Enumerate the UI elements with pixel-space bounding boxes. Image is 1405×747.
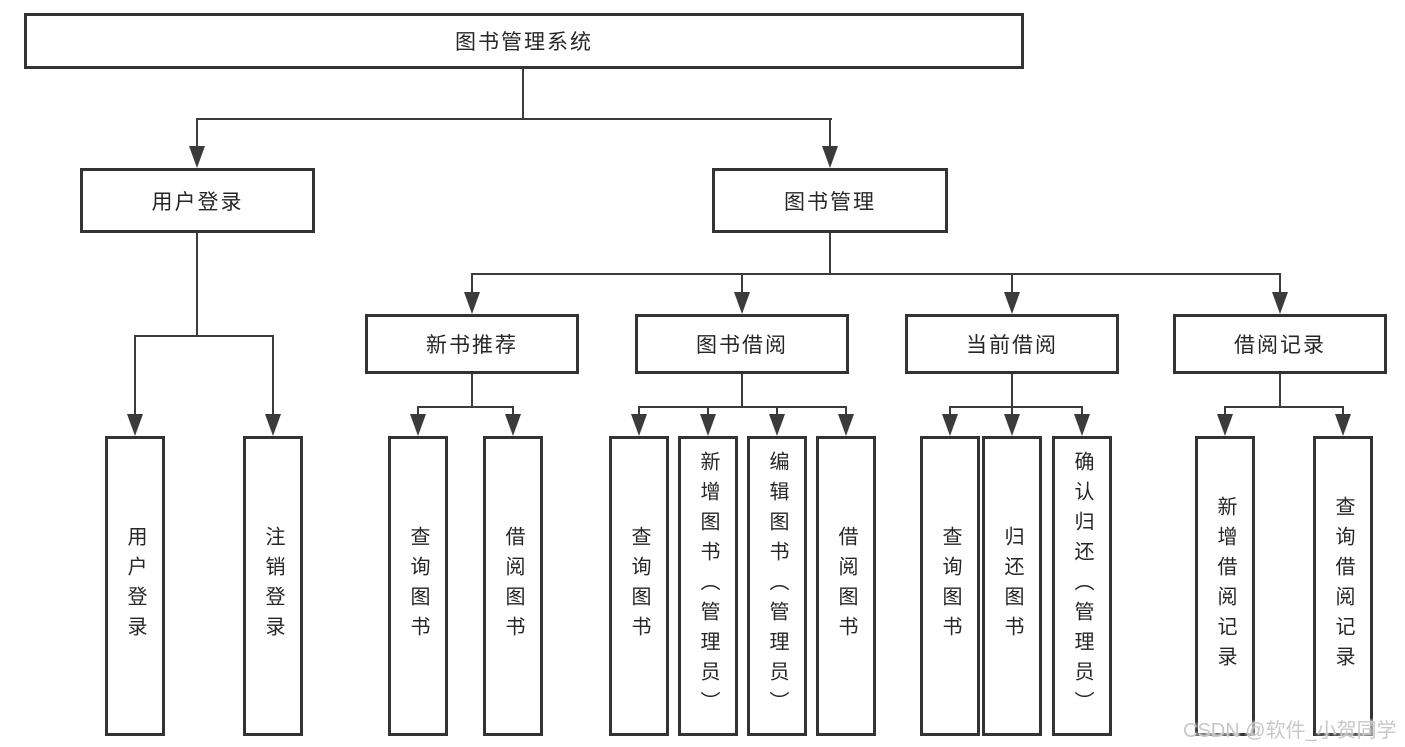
arrowhead-down-icon: [1217, 414, 1233, 436]
arrowhead-down-icon: [1004, 292, 1020, 314]
leaf-current-query-books-label: 查询图书: [939, 526, 961, 646]
leaf-borrow-query-books: 查询图书: [609, 436, 669, 736]
arrowhead-down-icon: [942, 414, 958, 436]
arrow-stem: [1081, 406, 1083, 414]
arrowhead-down-icon: [410, 414, 426, 436]
node-root-label: 图书管理系统: [455, 31, 593, 54]
arrowhead-down-icon: [505, 414, 521, 436]
node-borrow-records: 借阅记录: [1173, 314, 1387, 374]
arrow-stem: [949, 406, 951, 414]
node-book-management: 图书管理: [712, 168, 948, 233]
arrowhead-down-icon: [734, 292, 750, 314]
leaf-return-books: 归还图书: [982, 436, 1042, 736]
arrow-stem: [638, 406, 640, 414]
arrow-stem: [1342, 406, 1344, 414]
leaf-borrow-books-label: 借阅图书: [835, 526, 857, 646]
leaf-add-books-admin: 新增图书（管理员）: [678, 436, 738, 736]
connector-user-login-stem: [196, 233, 198, 335]
arrow-stem: [134, 335, 136, 414]
leaf-add-borrow-record-label: 新增借阅记录: [1214, 496, 1236, 676]
connector-borrow-records-bar: [1224, 406, 1344, 408]
arrow-stem: [1011, 273, 1013, 292]
arrow-stem: [845, 406, 847, 414]
arrowhead-down-icon: [189, 146, 205, 168]
arrowhead-down-icon: [127, 414, 143, 436]
arrow-stem: [1279, 273, 1281, 292]
connector-book-borrow-stem: [741, 374, 743, 406]
arrow-stem: [741, 273, 743, 292]
leaf-borrow-query-books-label: 查询图书: [628, 526, 650, 646]
arrow-stem: [1011, 406, 1013, 414]
leaf-edit-books-admin: 编辑图书（管理员）: [747, 436, 807, 736]
leaf-return-books-label: 归还图书: [1001, 526, 1023, 646]
leaf-logout: 注销登录: [243, 436, 303, 736]
node-user-login-label: 用户登录: [151, 190, 244, 214]
node-book-borrow-label: 图书借阅: [696, 334, 788, 357]
leaf-newbook-borrow-books-label: 借阅图书: [502, 526, 524, 646]
leaf-query-borrow-record: 查询借阅记录: [1313, 436, 1373, 736]
arrow-stem: [512, 406, 514, 414]
arrowhead-down-icon: [1004, 414, 1020, 436]
leaf-user-login: 用户登录: [105, 436, 165, 736]
csdn-watermark: CSDN @软件_小贺同学: [1183, 720, 1397, 742]
connector-book-borrow-bar: [638, 406, 847, 408]
node-user-login: 用户登录: [80, 168, 315, 233]
node-new-book-recommend-label: 新书推荐: [426, 334, 518, 357]
leaf-add-books-admin-label: 新增图书（管理员）: [697, 451, 719, 721]
arrow-stem: [196, 118, 198, 146]
leaf-newbook-query-books: 查询图书: [388, 436, 448, 736]
leaf-add-borrow-record: 新增借阅记录: [1195, 436, 1255, 736]
connector-root-stem: [522, 69, 524, 118]
node-current-borrow-label: 当前借阅: [966, 334, 1058, 357]
arrowhead-down-icon: [1335, 414, 1351, 436]
leaf-newbook-borrow-books: 借阅图书: [483, 436, 543, 736]
connector-book-management-bar: [471, 273, 1281, 275]
arrowhead-down-icon: [631, 414, 647, 436]
node-current-borrow: 当前借阅: [905, 314, 1119, 374]
connector-current-borrow-bar: [949, 406, 1083, 408]
arrowhead-down-icon: [769, 414, 785, 436]
arrow-stem: [829, 118, 831, 146]
node-new-book-recommend: 新书推荐: [365, 314, 579, 374]
connector-new-book-bar: [417, 406, 514, 408]
arrowhead-down-icon: [700, 414, 716, 436]
leaf-newbook-query-books-label: 查询图书: [407, 526, 429, 646]
connector-book-management-stem: [829, 233, 831, 273]
arrowhead-down-icon: [822, 146, 838, 168]
leaf-current-query-books: 查询图书: [920, 436, 980, 736]
arrow-stem: [417, 406, 419, 414]
arrowhead-down-icon: [1272, 292, 1288, 314]
arrowhead-down-icon: [265, 414, 281, 436]
arrow-stem: [272, 335, 274, 414]
connector-root-bar: [196, 118, 832, 120]
leaf-query-borrow-record-label: 查询借阅记录: [1332, 496, 1354, 676]
node-book-management-label: 图书管理: [784, 190, 876, 214]
connector-user-login-bar: [134, 335, 274, 337]
arrowhead-down-icon: [838, 414, 854, 436]
node-root: 图书管理系统: [24, 13, 1024, 69]
node-borrow-records-label: 借阅记录: [1234, 334, 1326, 357]
leaf-edit-books-admin-label: 编辑图书（管理员）: [766, 451, 788, 721]
arrow-stem: [1224, 406, 1226, 414]
leaf-user-login-label: 用户登录: [124, 526, 146, 646]
connector-new-book-stem: [471, 374, 473, 406]
leaf-borrow-books: 借阅图书: [816, 436, 876, 736]
arrow-stem: [776, 406, 778, 414]
arrowhead-down-icon: [464, 292, 480, 314]
node-book-borrow: 图书借阅: [635, 314, 849, 374]
arrow-stem: [707, 406, 709, 414]
arrowhead-down-icon: [1074, 414, 1090, 436]
leaf-logout-label: 注销登录: [262, 526, 284, 646]
connector-current-borrow-stem: [1011, 374, 1013, 406]
leaf-confirm-return-admin-label: 确认归还（管理员）: [1071, 451, 1093, 721]
arrow-stem: [471, 273, 473, 292]
leaf-confirm-return-admin: 确认归还（管理员）: [1052, 436, 1112, 736]
connector-borrow-records-stem: [1279, 374, 1281, 406]
